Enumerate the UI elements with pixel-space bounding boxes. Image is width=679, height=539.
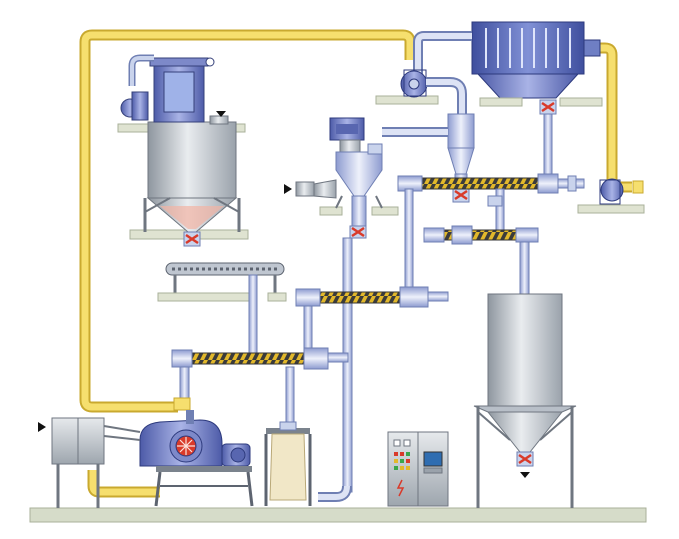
- screw-conveyor-lower: [171, 347, 349, 430]
- air-line: [79, 29, 644, 498]
- arrow-right-icon: [38, 422, 46, 432]
- cyclone-separator: [382, 113, 475, 203]
- arrow-down-icon: [216, 111, 226, 117]
- classifier-mill: [295, 117, 399, 239]
- arrow-down-icon: [520, 472, 530, 478]
- arrow-right-icon: [284, 184, 292, 194]
- bag-filter: [471, 21, 603, 115]
- screw-conveyor-upper: [397, 173, 585, 294]
- pipe: [342, 237, 353, 493]
- screw-conveyor-center: [295, 286, 449, 359]
- heat-exchanger: [577, 178, 645, 214]
- control-cabinet: [387, 431, 449, 507]
- bagging-station: [264, 421, 312, 506]
- pipe: [543, 113, 553, 179]
- pipe: [248, 274, 258, 358]
- belt-conveyor: [157, 262, 287, 302]
- vacuum-blower: [375, 69, 467, 116]
- grinding-mill: [139, 397, 254, 507]
- floor-slab: [29, 507, 647, 523]
- screw-conveyor-middle: [423, 225, 539, 295]
- storage-silo: [473, 293, 577, 508]
- heater-box: [51, 417, 141, 508]
- feed-silo: [117, 54, 249, 247]
- pipe: [413, 31, 472, 74]
